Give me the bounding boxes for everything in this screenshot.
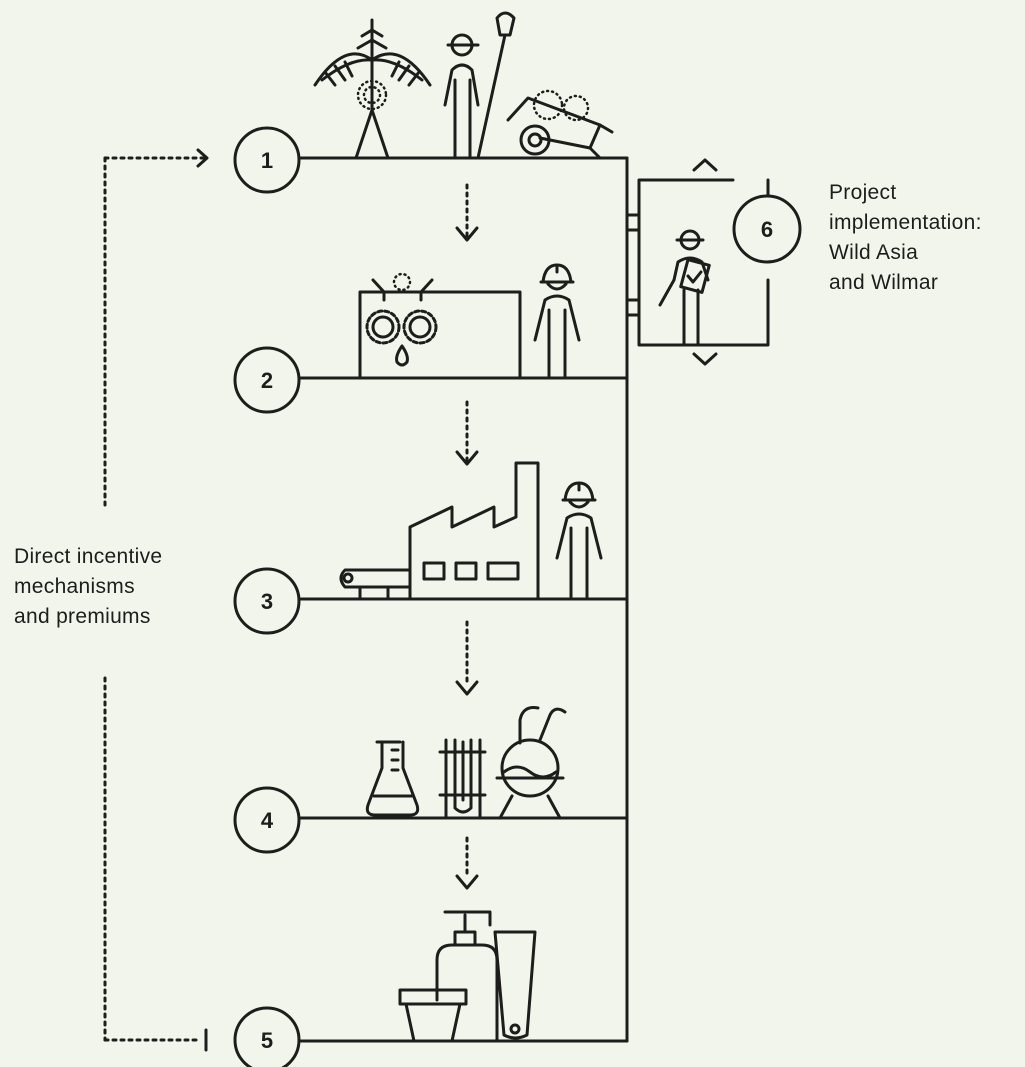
plantation-harvest-icon [313,11,614,160]
implementation-label-line-4: and Wilmar [829,271,939,294]
step-circle-6: 6 [732,194,802,264]
step-circle-1: 1 [233,126,301,194]
step-circle-5: 5 [233,1006,301,1067]
flow-arrow-3-4 [455,620,479,696]
incentive-label-line-1: Direct incentive [14,545,163,568]
implementation-label-line-1: Project [829,181,897,204]
step-number-3: 3 [261,589,273,614]
incentive-label-line-2: mechanisms [14,575,135,598]
incentive-label: Direct incentive mechanisms and premiums [14,542,162,632]
implementation-label-line-3: Wild Asia [829,241,919,264]
step-number-6: 6 [761,217,773,242]
flow-arrow-4-5 [455,836,479,890]
flow-arrow-2-3 [455,400,479,466]
step-number-2: 2 [261,368,273,393]
implementation-label-line-2: implementation: [829,211,982,234]
step-number-1: 1 [261,148,273,173]
laboratory-icon [365,706,567,820]
chevron-down-icon [692,352,718,366]
consumer-products-icon [398,910,537,1043]
step-circle-3: 3 [233,567,301,635]
incentive-arrowhead-icon [196,148,209,168]
step-number-4: 4 [261,808,274,833]
incentive-loop-arrow [103,156,207,1042]
incentive-label-line-3: and premiums [14,605,151,628]
chevron-up-icon [692,158,718,172]
inspector-icon [625,158,770,366]
palm-oil-mill-icon [358,263,581,380]
step-number-5: 5 [261,1028,273,1053]
implementation-label: Project implementation: Wild Asia and Wi… [829,178,982,298]
refinery-factory-icon [339,461,603,601]
flow-arrow-1-2 [455,183,479,242]
step-circle-4: 4 [233,786,301,854]
step-circle-2: 2 [233,346,301,414]
